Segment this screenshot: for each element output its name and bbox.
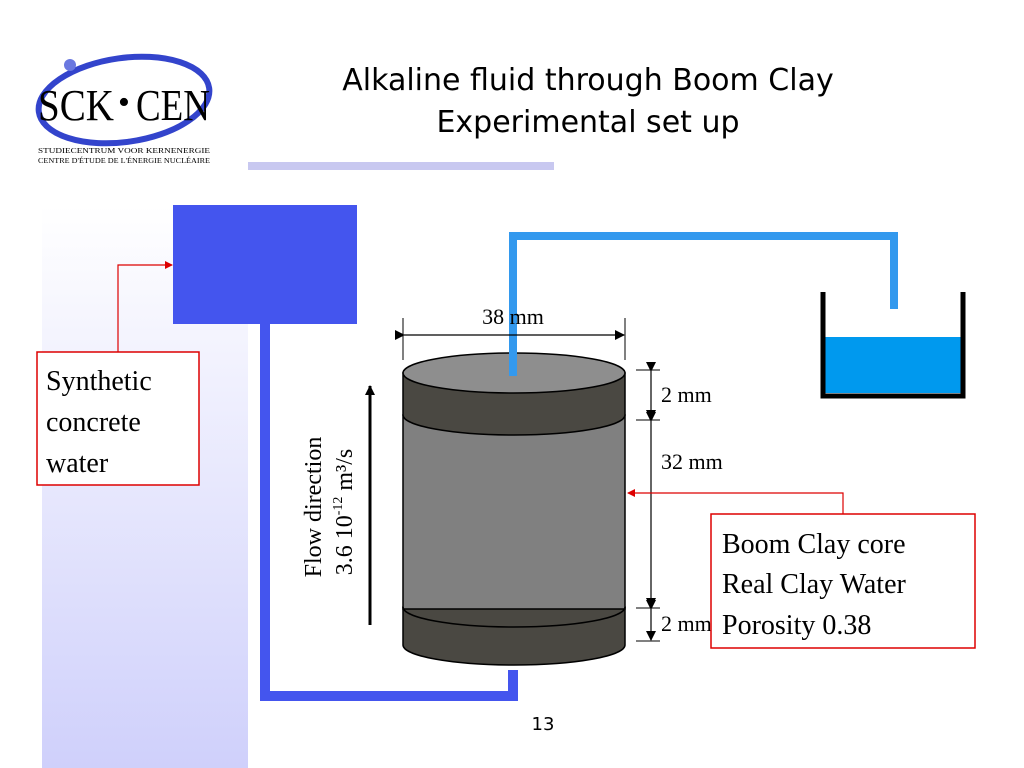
core-label-line-3: Porosity 0.38 (722, 610, 871, 641)
source-callout-leader (117, 261, 173, 352)
core-callout-box (710, 513, 976, 649)
sck-cen-logo: SCK • CEN STUDIECENTRUM VOOR KERNENERGIE… (35, 53, 213, 165)
width-dimension-label: 38 mm (482, 304, 544, 329)
slide-title-line-2: Experimental set up (436, 105, 739, 140)
title-underline-bar (248, 162, 554, 170)
collector-beaker (820, 292, 966, 399)
logo-sphere-icon (64, 59, 76, 71)
flow-direction-label: Flow direction (301, 437, 327, 578)
source-callout-box (36, 351, 200, 486)
flow-rate-base: 3.6 10 (332, 515, 358, 575)
logo-tagline-1: STUDIECENTRUM VOOR KERNENERGIE (38, 146, 210, 155)
bottom-layer-seam (402, 606, 626, 628)
clay-core-cylinder (402, 352, 626, 666)
core-label-line-2: Real Clay Water (722, 569, 907, 600)
synthetic-water-reservoir (173, 205, 357, 324)
page-number: 13 (532, 714, 555, 735)
logo-separator: • (118, 84, 130, 121)
source-label-line-3: water (46, 448, 109, 479)
core-body (402, 414, 626, 610)
core-label-line-1: Boom Clay core (722, 529, 906, 560)
flow-rate-label-group: 3.6 10-12 m³/s (331, 449, 358, 576)
logo-name-right: CEN (136, 81, 210, 130)
inflow-pipe (260, 322, 518, 701)
flow-direction-label-group: Flow direction (301, 437, 327, 578)
source-label-line-2: concrete (46, 407, 141, 438)
slide-title-line-1: Alkaline fluid through Boom Clay (342, 63, 833, 98)
flow-rate-label: 3.6 10-12 m³/s (331, 449, 358, 576)
logo-tagline-2: CENTRE D'ÉTUDE DE L'ÉNERGIE NUCLÉAIRE (38, 155, 210, 165)
top-layer-label: 2 mm (661, 382, 712, 407)
outflow-pipe (509, 232, 898, 375)
logo-name-left: SCK (38, 81, 114, 130)
flow-rate-unit: m³/s (332, 449, 358, 497)
collector-water (825, 337, 961, 393)
bottom-end-cap (402, 606, 626, 666)
flow-rate-exponent: -12 (331, 497, 346, 516)
source-label-line-1: Synthetic (46, 366, 152, 397)
core-height-label: 32 mm (661, 449, 723, 474)
bottom-layer-label: 2 mm (661, 611, 712, 636)
logo-orbit-ring (35, 53, 213, 147)
core-callout-leader (627, 489, 844, 514)
